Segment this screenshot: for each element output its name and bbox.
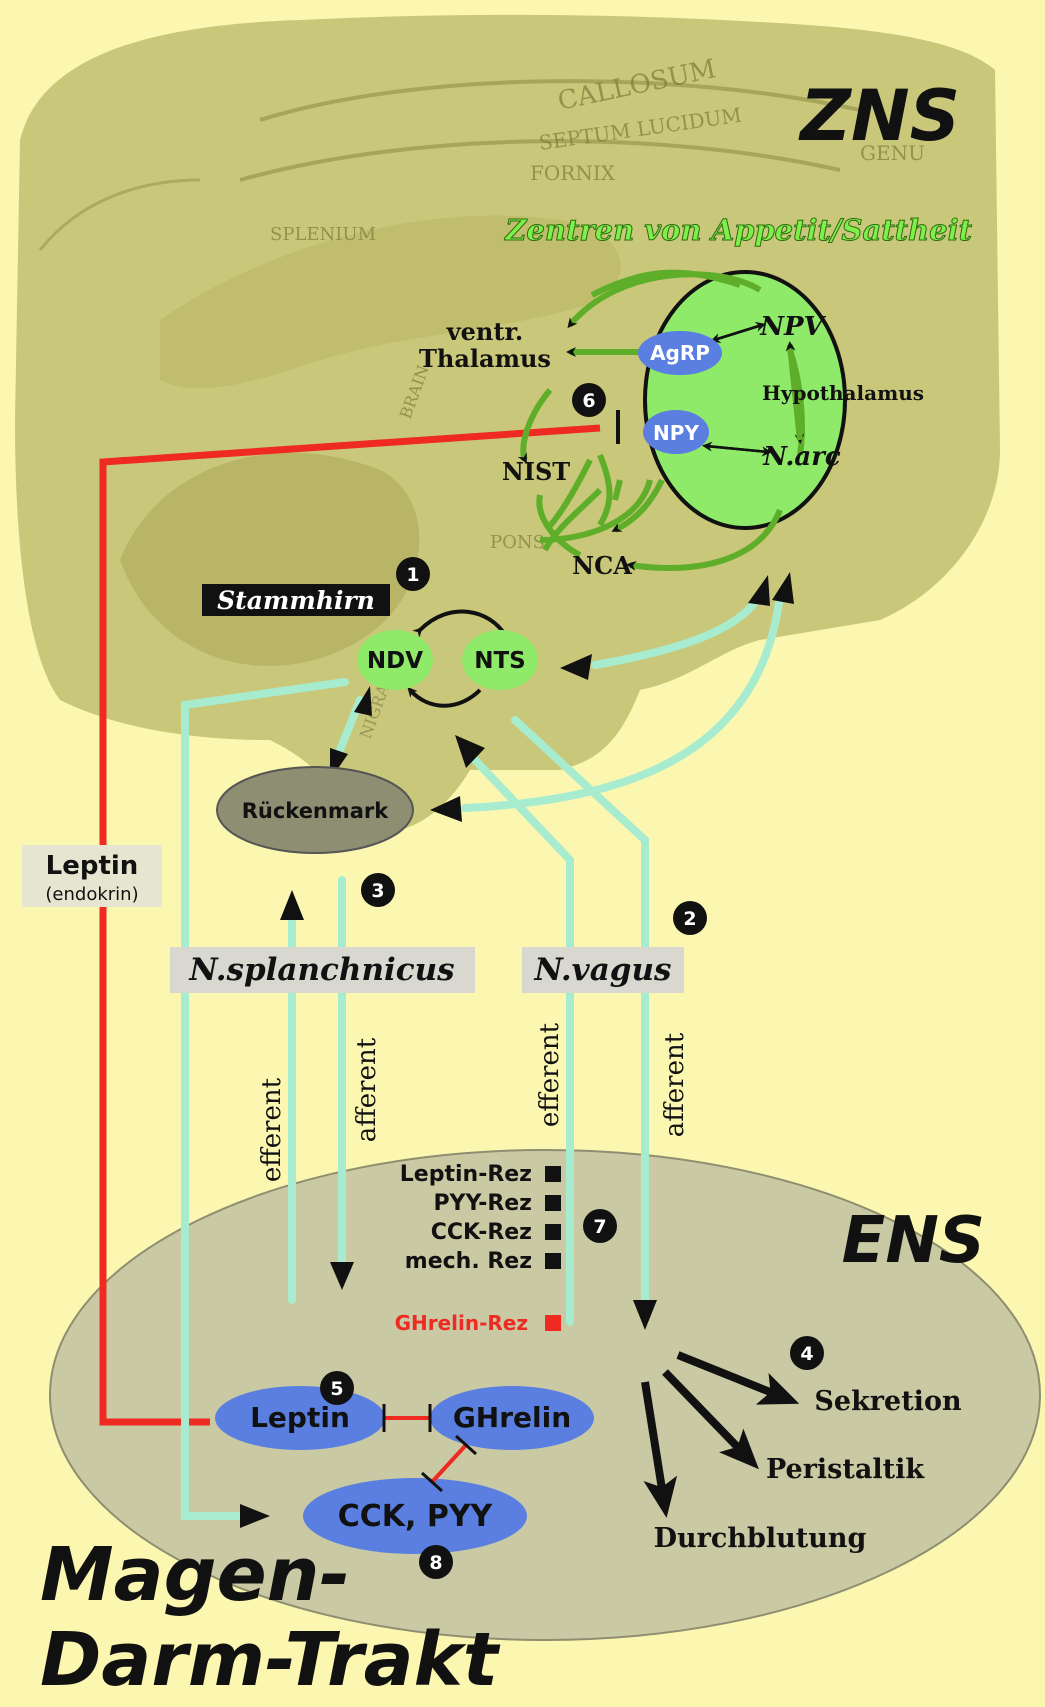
mech-rez-label: mech. Rez xyxy=(405,1249,532,1274)
mech-rez-marker xyxy=(545,1253,561,1269)
pyy-rez-marker xyxy=(545,1195,561,1211)
ghrelin-rez-marker xyxy=(545,1315,561,1331)
leptin-label: Leptin xyxy=(250,1401,350,1434)
nca-label: NCA xyxy=(572,551,632,580)
marker-8: 8 xyxy=(419,1545,453,1579)
rueckenmark-label: Rückenmark xyxy=(242,799,390,823)
watermark-fornix: FORNIX xyxy=(530,161,616,185)
cck-rez-marker xyxy=(545,1224,561,1240)
leptin-rez-marker xyxy=(545,1166,561,1182)
ghrelin-label: GHrelin xyxy=(453,1401,571,1434)
nist-label: NIST xyxy=(502,457,570,486)
splanchnic-afferent-label: afferent xyxy=(352,1037,382,1142)
narc-label: N.arc xyxy=(762,442,841,472)
svg-text:3: 3 xyxy=(371,880,384,902)
svg-text:5: 5 xyxy=(330,1378,343,1400)
vagus-efferent-label: efferent xyxy=(535,1022,565,1127)
ens-title: ENS xyxy=(842,1204,985,1278)
sekretion-label: Sekretion xyxy=(814,1386,962,1417)
watermark-splenium: SPLENIUM xyxy=(270,224,376,245)
leptin-endocrine-sub: (endokrin) xyxy=(45,884,138,905)
hypothalamus-label: Hypothalamus xyxy=(762,381,924,405)
gi-title-line2: Darm-Trakt xyxy=(40,1617,501,1703)
pyy-rez-label: PYY-Rez xyxy=(433,1191,532,1216)
marker-6: 6 xyxy=(572,383,606,417)
stammhirn-label: Stammhirn xyxy=(217,586,375,615)
svg-text:2: 2 xyxy=(683,908,696,930)
marker-4: 4 xyxy=(790,1336,824,1370)
appetite-centers-heading: Zentren von Appetit/Sattheit xyxy=(504,213,972,247)
svg-text:7: 7 xyxy=(593,1216,606,1238)
marker-1: 1 xyxy=(396,557,430,591)
watermark-pons: PONS xyxy=(490,532,545,553)
zns-title: ZNS xyxy=(798,75,960,157)
ndv-label: NDV xyxy=(367,648,423,674)
leptin-rez-label: Leptin-Rez xyxy=(400,1162,532,1187)
splanchnic-efferent-label: efferent xyxy=(257,1077,287,1182)
nts-label: NTS xyxy=(474,648,526,674)
n-splanchnicus-label: N.splanchnicus xyxy=(188,952,454,988)
vagus-afferent-label: afferent xyxy=(660,1032,690,1137)
ventr-thalamus-line1: ventr. xyxy=(446,317,524,346)
ventr-thalamus-line2: Thalamus xyxy=(419,344,551,373)
marker-2: 2 xyxy=(673,901,707,935)
npy-label: NPY xyxy=(653,421,699,445)
leptin-endocrine-title: Leptin xyxy=(46,851,139,881)
durchblutung-label: Durchblutung xyxy=(654,1523,867,1554)
marker-5: 5 xyxy=(320,1371,354,1405)
peristaltik-label: Peristaltik xyxy=(766,1454,925,1485)
svg-text:4: 4 xyxy=(800,1343,813,1365)
npv-label: NPV xyxy=(759,312,826,342)
gi-title-line1: Magen- xyxy=(40,1532,350,1618)
svg-text:6: 6 xyxy=(582,390,595,412)
cck-rez-label: CCK-Rez xyxy=(431,1220,532,1245)
marker-3: 3 xyxy=(361,873,395,907)
ghrelin-rez-label: GHrelin-Rez xyxy=(395,1311,528,1335)
marker-7: 7 xyxy=(583,1209,617,1243)
svg-text:8: 8 xyxy=(429,1552,442,1574)
svg-text:1: 1 xyxy=(406,564,419,586)
n-vagus-label: N.vagus xyxy=(534,952,672,988)
cck-pyy-label: CCK, PYY xyxy=(338,1499,494,1534)
agrp-label: AgRP xyxy=(650,341,710,365)
